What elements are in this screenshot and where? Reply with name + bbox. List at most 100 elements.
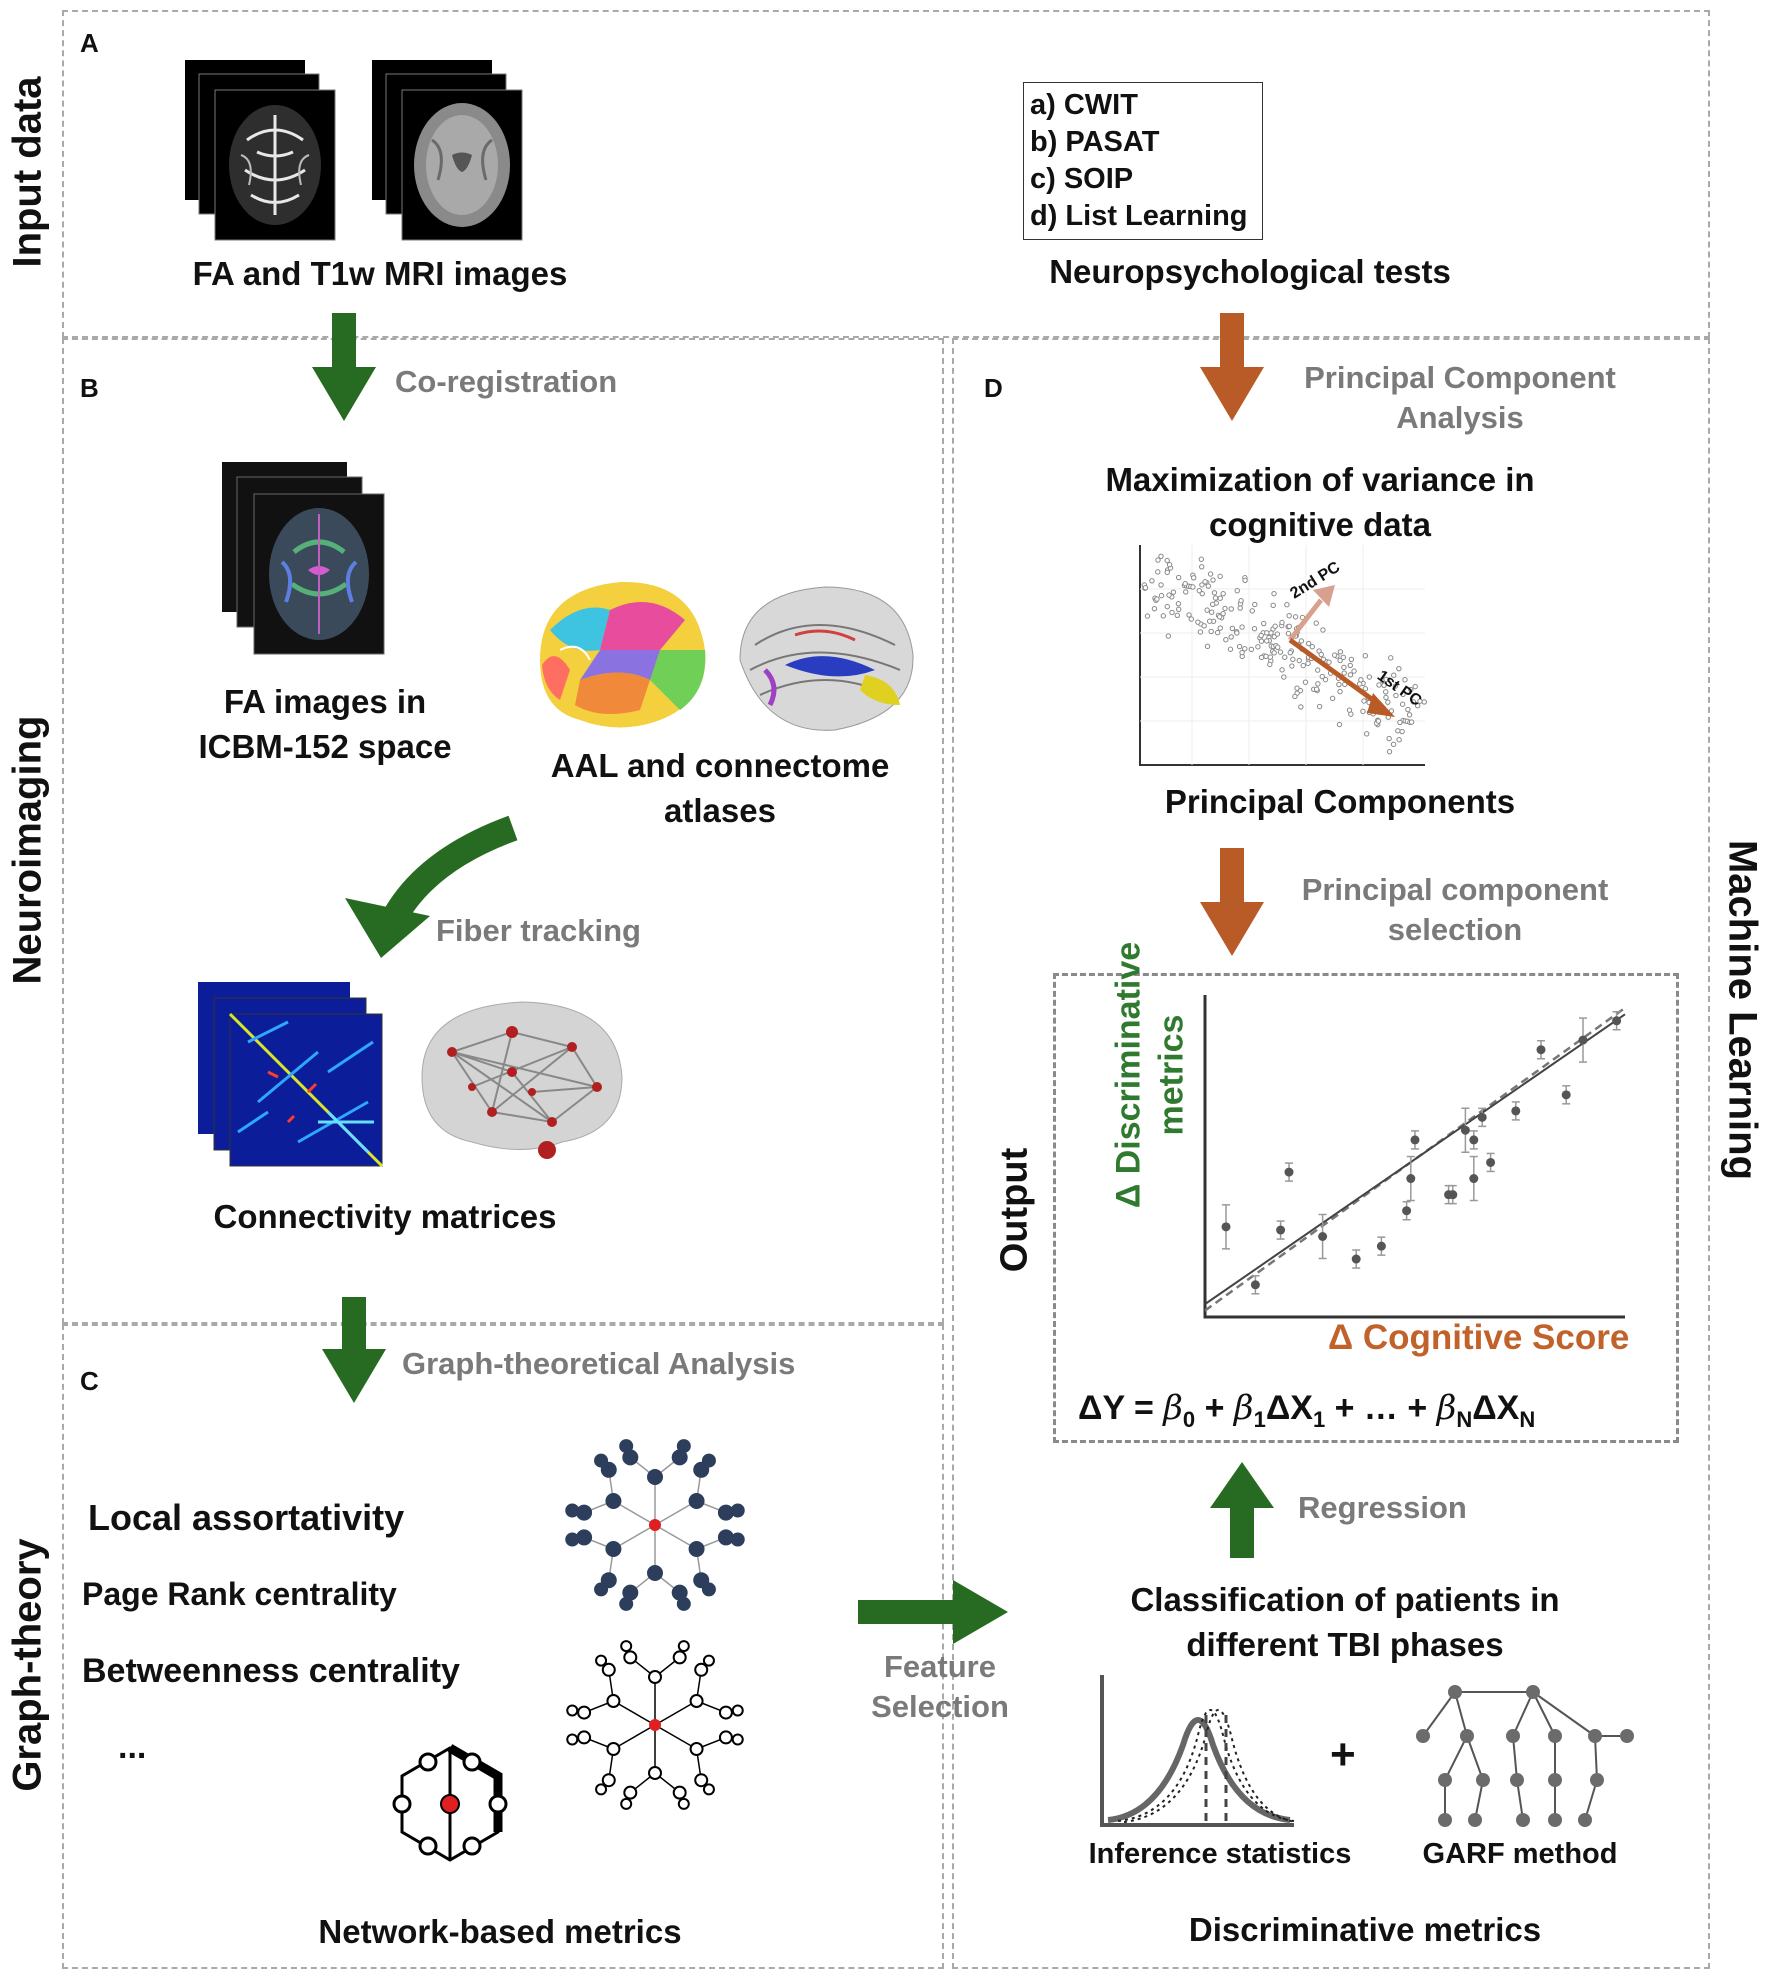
pca-point [1316,703,1323,710]
pca-point [1164,603,1170,610]
pca-point [1319,673,1325,680]
regression-point [1578,1035,1588,1045]
pca-point [1234,587,1240,594]
pca-axes [1139,545,1425,766]
pca-point [1211,590,1218,596]
formula-dxn: ΔX [1472,1389,1520,1427]
pca-point [1337,688,1343,695]
pca-point [1197,629,1204,635]
pca-point [1364,731,1370,737]
pca-point [1305,660,1311,667]
pca-point [1414,703,1421,709]
pca-point [1217,625,1223,631]
graph-node [565,1503,580,1518]
pca-scatter-plot [1139,545,1427,766]
connectome-atlas-brain-image [739,586,914,731]
pca-point [1395,728,1401,734]
pca-point [1390,741,1397,748]
atlas-caption-line-2: atlases [664,791,776,829]
tree-node [1468,1813,1482,1827]
formula-mid: + … + [1325,1389,1437,1427]
regression-point [1469,1174,1479,1184]
pca-point [1166,592,1172,598]
formula-sub1: 1 [1253,1406,1266,1432]
graph-node [605,1541,622,1557]
pca-point [1164,569,1170,576]
pca-point [1286,613,1292,619]
graph-node [672,1650,687,1665]
pca-point [1234,630,1240,636]
tree-node [1516,1813,1530,1827]
graph-edge [613,1724,656,1750]
pca-point [1155,557,1161,563]
graph-edge [654,1724,697,1750]
classification-line-1: Classification of patients in [1130,1581,1560,1618]
pca-label-line-2: Analysis [1396,400,1524,436]
graph-node [576,1529,593,1546]
pc2-arrow-head [1313,585,1335,607]
pca-point [1408,719,1415,725]
inference-distribution-icon [1100,1675,1297,1827]
pca-point [1306,640,1312,647]
pca-point [1201,623,1207,629]
maximization-line-1: Maximization of variance in [1105,461,1535,498]
regression-y-axis-text: Δ Discriminative metrics [1108,942,1193,1208]
graph-node [717,1504,734,1521]
regression-point [1561,1090,1571,1100]
pca-point [1175,574,1182,581]
pca-point [1376,682,1382,688]
pca-point [1272,623,1278,629]
pca-point [1249,608,1255,614]
tree-node [1476,1773,1490,1787]
pca-point [1149,578,1155,584]
graph-node [701,1582,716,1597]
pca-point [1289,663,1295,669]
pca-point [1274,631,1281,637]
pca-point [1229,625,1236,632]
plus-sign: + [1330,1730,1356,1779]
regression-point [1477,1112,1487,1122]
pca-point [1198,556,1205,562]
pca-point [1421,699,1427,705]
tree-node [1416,1729,1430,1743]
maximization-line-2: cognitive data [1209,505,1431,543]
tree-node [1548,1729,1562,1743]
pca-point [1217,595,1223,601]
pca-point [1296,657,1302,664]
tree-node [1510,1773,1524,1787]
formula-betaN: β [1436,1388,1457,1428]
pca-point [1362,653,1369,659]
pca-point [1223,636,1229,643]
arrow-fiber-tracking [345,815,518,958]
pca-point [1242,646,1248,652]
graph-node [731,1704,744,1717]
y-axis-line-2: metrics [1152,1014,1190,1136]
graph-node [688,1493,705,1509]
fa-mri-stack-image [185,60,336,241]
pca-point [1158,582,1164,588]
pca-point [1281,674,1287,680]
regression-point [1406,1174,1416,1184]
pca-point [1329,695,1336,702]
graph-edge [613,1700,656,1726]
pca-point [1199,564,1205,570]
pc2-arrow-shaft [1288,598,1323,642]
graph-node [731,1733,744,1746]
coregistration-label: Co-registration [395,364,618,399]
pca-point [1242,577,1248,583]
pca-point [1279,619,1285,626]
graph-node [647,1469,663,1485]
pca-point [1400,691,1406,698]
pc-selection-label: Principal component selection [1270,870,1640,951]
pca-point [1169,609,1175,616]
arrow-pca [1200,313,1264,421]
pca-point [1336,721,1343,728]
pca-point [1284,602,1290,608]
pca-point [1183,589,1189,595]
regression-point [1410,1135,1420,1145]
pca-point [1298,638,1305,644]
panel-label-a: A [80,28,99,58]
y-axis-line-1: Δ Discriminative [1109,941,1148,1209]
regression-point [1221,1222,1231,1232]
panel-c-frame [62,1324,944,1969]
